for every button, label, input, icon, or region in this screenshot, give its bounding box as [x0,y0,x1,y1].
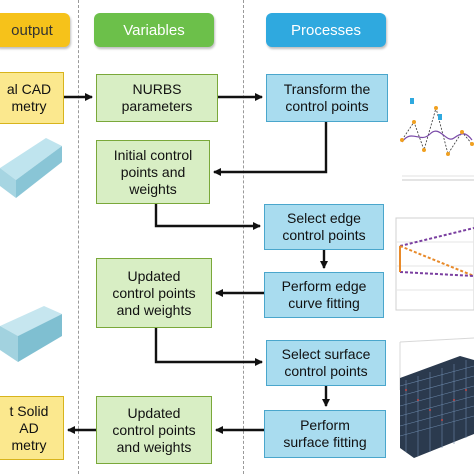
arrow-initial-to-select-edge [154,204,261,230]
arrow-updated-to-select-surface [154,328,263,366]
transform-line-1: Transform the [283,81,371,97]
nurbs-line-1: NURBS [132,81,182,97]
nurbs-line-2: parameters [121,98,193,114]
select-surface-line-1: Select surface [281,346,371,362]
cad-model-image [0,128,62,210]
input-cad-box: al CAD metry [0,72,64,124]
nurbs-parameters-box: NURBS parameters [96,74,218,122]
column-separator [78,0,79,474]
surface-fit-line-1: Perform [300,417,350,433]
select-edge-line-2: control points [282,227,366,243]
output-cad-line-3: metry [11,436,47,453]
initial-line-3: weights [129,180,177,197]
solid-model-image [0,300,62,380]
updated1-line-2: control points [112,284,196,301]
processes-header: Processes [266,13,386,47]
select-edge-line-1: Select edge [287,210,361,226]
column-separator [243,0,244,474]
updated-control-points-box-1: Updated control points and weights [96,258,212,328]
input-cad-line-2: metry [11,98,47,114]
edge-curve-plot [394,212,474,316]
control-point-curve-plot [392,84,474,188]
output-cad-line-1: t Solid [9,402,49,419]
surface-fit-line-2: surface fitting [283,434,367,450]
updated-control-points-box-2: Updated control points and weights [96,396,212,464]
initial-control-points-box: Initial control points and weights [96,140,210,204]
output-cad-line-2: AD [19,419,39,436]
initial-line-2: points and [120,163,186,180]
edge-fit-line-2: curve fitting [288,295,360,311]
input-cad-line-1: al CAD [6,81,52,97]
select-surface-control-points-box: Select surface control points [266,340,386,386]
surface-mesh-plot [394,330,474,470]
select-edge-control-points-box: Select edge control points [264,204,384,250]
variables-header: Variables [94,13,214,47]
transform-control-points-box: Transform the control points [266,74,388,122]
output-header: output [0,13,70,47]
transform-line-2: control points [285,98,369,114]
updated1-line-3: and weights [116,301,192,318]
updated2-line-1: Updated [127,404,181,421]
initial-line-1: Initial control [113,146,193,163]
edge-fit-line-1: Perform edge [281,278,367,294]
select-surface-line-2: control points [284,363,368,379]
arrow-transform-to-initial [213,122,328,176]
output-cad-box: t Solid AD metry [0,396,64,460]
updated2-line-2: control points [112,421,196,438]
edge-curve-fitting-box: Perform edge curve fitting [264,272,384,318]
updated1-line-1: Updated [127,267,181,284]
updated2-line-3: and weights [116,438,192,455]
surface-fitting-box: Perform surface fitting [264,410,386,458]
